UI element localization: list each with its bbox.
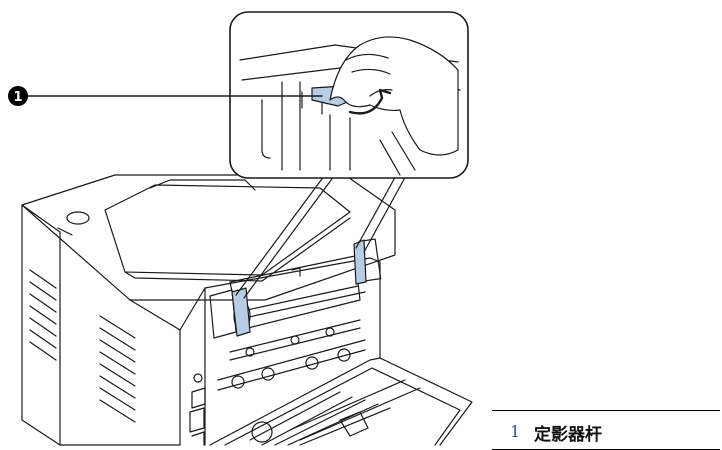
legend-top-rule [492,410,720,411]
callout-legend: 1 定影器杆 [492,410,720,450]
rear-connectors [190,374,205,445]
legend-item-number: 1 [510,422,520,441]
vent-slots-left [30,270,56,360]
fuser-lever-right [354,240,366,284]
callout-badge-number: 1 [13,90,22,105]
zoom-inset [230,12,468,178]
legend-item-label: 定影器杆 [534,420,602,445]
callout-badge-1: 1 [8,86,28,106]
vent-slots-center [100,316,135,422]
